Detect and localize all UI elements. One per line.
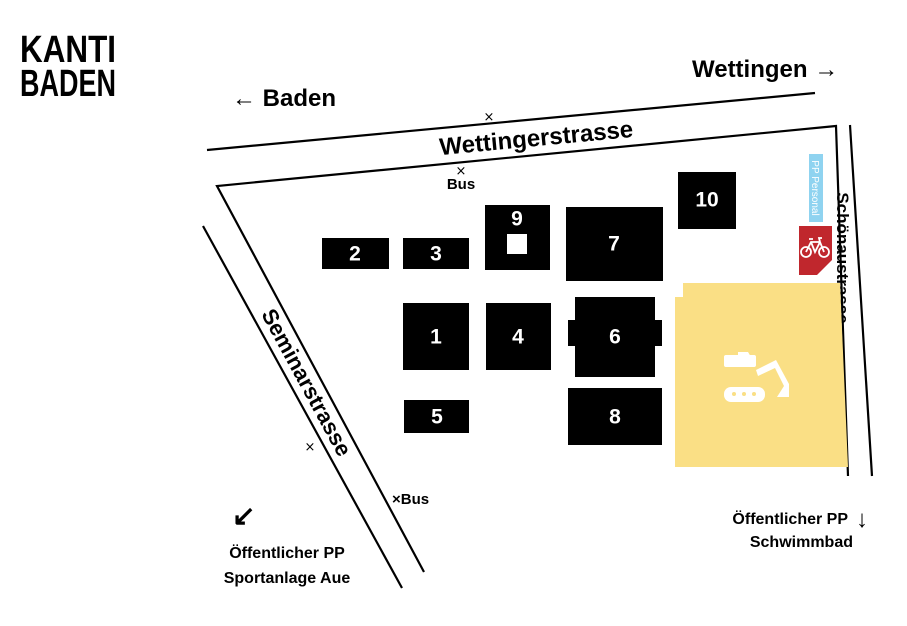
building-7[interactable]: 7 [566, 207, 663, 281]
building-label: 8 [609, 406, 621, 429]
campus-boundary [215, 124, 850, 573]
logo-kanti: KANTI [20, 29, 116, 71]
excavator-icon [724, 352, 789, 402]
building-5[interactable]: 5 [404, 400, 469, 433]
building-label: 1 [430, 326, 442, 349]
building-1[interactable]: 1 [403, 303, 469, 370]
bus-stop-marker: × [456, 164, 467, 179]
building-2[interactable]: 2 [322, 238, 389, 269]
building-label: 4 [512, 326, 524, 349]
building-4[interactable]: 4 [486, 303, 551, 370]
direction-wettingen: Wettingen → [692, 56, 838, 83]
building-label: 3 [430, 243, 442, 266]
building-label: 5 [431, 406, 443, 429]
staff-parking-area [809, 154, 823, 222]
building-label: 10 [695, 189, 718, 212]
bus-stop-south: ×Bus [392, 491, 429, 508]
building-label: 6 [609, 326, 621, 349]
building-label: 9 [511, 208, 523, 231]
building-8[interactable]: 8 [568, 388, 662, 445]
schoenaustrasse-east-edge [848, 124, 874, 477]
schwimmbad-line2: Schwimmbad [750, 534, 853, 551]
building-9[interactable]: 9 [485, 205, 550, 270]
building-6[interactable]: 6 [568, 297, 662, 377]
arrow-southwest-icon: ↙ [232, 500, 255, 531]
sportanlage-line2: Sportanlage Aue [224, 570, 351, 587]
stop-marker: × [305, 440, 316, 455]
seminarstrasse-west-edge [202, 225, 403, 589]
staff-parking-label: PP Personal [809, 160, 820, 215]
arrow-down-icon: ↓ [856, 506, 868, 533]
bus-stop-north: Bus [447, 176, 475, 193]
sportanlage-line1: Öffentlicher PP [229, 543, 345, 562]
schwimmbad-line1: Öffentlicher PP [732, 509, 848, 528]
building-10[interactable]: 10 [678, 172, 736, 229]
building-label: 2 [349, 243, 361, 266]
logo-baden: BADEN [20, 63, 116, 105]
stop-marker: × [484, 110, 495, 125]
bicycle-parking-icon[interactable] [799, 226, 832, 275]
street-seminarstrasse: Seminarstrasse [257, 304, 357, 460]
building-3[interactable]: 3 [403, 238, 469, 269]
courtyard [507, 234, 527, 254]
building-label: 7 [608, 233, 620, 256]
construction-area [675, 283, 848, 467]
wettingerstrasse-north-edge [206, 91, 816, 152]
direction-baden: ← Baden [232, 85, 336, 112]
